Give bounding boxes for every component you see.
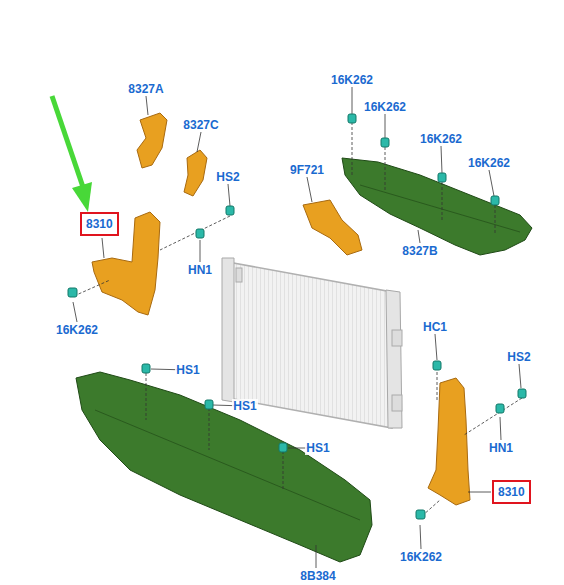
highlight-box: 8310 <box>80 212 119 236</box>
callout-number: 8310 <box>86 217 113 231</box>
pointer-arrow-head <box>72 182 92 212</box>
callout-number: 16K262 <box>399 550 443 564</box>
callout-number: HS2 <box>215 170 240 184</box>
callout-number: 16K262 <box>419 132 463 146</box>
callout-number: HS1 <box>232 399 257 413</box>
callout-number: HC1 <box>422 320 448 334</box>
callout-number: 16K262 <box>330 73 374 87</box>
callout-number: HN1 <box>187 263 213 277</box>
callout-number: 16K262 <box>55 323 99 337</box>
callout-number: 16K262 <box>363 100 407 114</box>
highlight-box: 8310 <box>492 480 531 504</box>
shield-ridge <box>95 185 520 520</box>
radiator <box>222 258 402 428</box>
callout-number: 9F721 <box>289 163 325 177</box>
callout-number: 8327B <box>401 244 438 258</box>
callout-number: 8327C <box>182 118 219 132</box>
callout-number: 8327A <box>127 82 164 96</box>
callout-number: HS1 <box>175 363 200 377</box>
callout-number: HS1 <box>305 441 330 455</box>
callout-number: 8B384 <box>299 569 336 583</box>
callout-number: HS2 <box>506 350 531 364</box>
leader-line <box>73 87 521 568</box>
callout-number: 8310 <box>498 485 525 499</box>
pointer-arrow <box>52 96 84 190</box>
clip <box>68 114 526 519</box>
leader-line <box>74 122 522 516</box>
splash-shield <box>76 158 532 562</box>
callout-number: 16K262 <box>467 156 511 170</box>
callout-number: HN1 <box>488 441 514 455</box>
